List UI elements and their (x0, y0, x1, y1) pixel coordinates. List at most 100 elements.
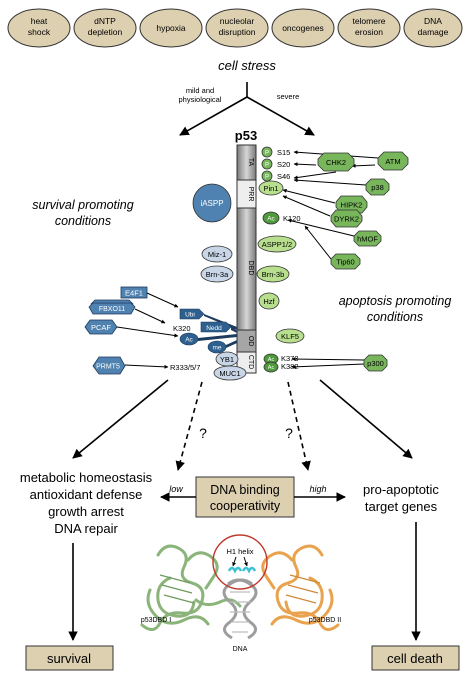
cell-death-box: cell death (371, 645, 460, 671)
partner-iaspp: iASPP (192, 183, 232, 223)
svg-text:FBXO11: FBXO11 (99, 306, 125, 313)
svg-text:Ac: Ac (268, 365, 275, 371)
svg-text:hypoxia: hypoxia (156, 23, 186, 33)
survival-conditions-label: survival promoting (32, 198, 133, 212)
outcome-arrows (72, 379, 413, 471)
svg-text:ASPP1/2: ASPP1/2 (262, 240, 292, 249)
svg-text:antioxidant defense: antioxidant defense (30, 487, 143, 502)
phosphorylation-sites: P P P S15 S20 S46 (261, 146, 290, 182)
severe-label: severe (277, 92, 300, 101)
stress-hypoxia: hypoxia (139, 8, 203, 48)
high-label: high (309, 484, 326, 494)
svg-text:metabolic homeostasis: metabolic homeostasis (20, 470, 153, 485)
domain-dbd: DBD (247, 261, 254, 276)
svg-text:YB1: YB1 (220, 355, 234, 364)
modifier-arrows (116, 292, 179, 369)
pro-apoptotic-label: pro-apoptotic (363, 482, 439, 497)
kinase-p38: p38 (365, 178, 390, 196)
svg-text:HIPK2: HIPK2 (341, 201, 363, 210)
svg-text:erosion: erosion (355, 27, 383, 37)
kinase-atm: ATM (377, 151, 409, 171)
stress-factors: heat shock dNTP depletion hypoxia nucleo… (7, 8, 463, 48)
site-s46: S46 (277, 172, 290, 181)
stress-heat-shock: heat shock (7, 8, 71, 48)
svg-text:Ac: Ac (267, 216, 275, 223)
stress-dna-damage: DNA damage (403, 8, 463, 48)
kinase-chk2: CHK2 (317, 152, 355, 172)
svg-text:Pin1: Pin1 (263, 184, 278, 193)
svg-text:Hzf: Hzf (263, 297, 275, 306)
p53dbd-structure-image: H1 helix p53DBD I p53DBD II DNA (140, 534, 341, 653)
partner-hzf: Hzf (258, 292, 280, 310)
kinase-tip60: Tip60 (330, 253, 361, 270)
svg-text:DNA binding: DNA binding (210, 483, 280, 497)
svg-text:shock: shock (28, 27, 51, 37)
survival-conditions-label-2: conditions (55, 214, 111, 228)
dna-binding-cooperativity-box: DNA binding cooperativity (195, 476, 295, 518)
svg-text:ATM: ATM (385, 157, 400, 166)
site-s20: S20 (277, 160, 290, 169)
modifier-pcaf: PCAF (84, 319, 118, 335)
kinase-hipk2: HIPK2 (335, 195, 368, 214)
svg-text:Tip60: Tip60 (336, 258, 354, 267)
svg-text:p300: p300 (367, 359, 384, 368)
kinase-p300: p300 (363, 354, 388, 372)
svg-text:oncogenes: oncogenes (282, 23, 324, 33)
mod-ac-left: Ac (185, 337, 193, 344)
svg-text:P: P (265, 163, 269, 169)
domain-ta: TA (247, 158, 254, 167)
modifiers: E4F1 FBXO11 PCAF PRMT5 (84, 286, 148, 375)
ctd-acetylation: Ac Ac K373 K382 (263, 353, 299, 373)
cell-stress-label: cell stress (218, 58, 276, 73)
mod-nedd: Nedd (206, 325, 222, 332)
kinase-dyrk2: DYRK2 (330, 209, 363, 228)
svg-text:cell death: cell death (387, 651, 443, 666)
svg-text:KLF5: KLF5 (281, 332, 299, 341)
svg-text:DNA: DNA (424, 16, 442, 26)
stress-oncogenes: oncogenes (271, 8, 335, 48)
svg-text:growth arrest: growth arrest (48, 504, 124, 519)
svg-text:heat: heat (31, 16, 48, 26)
mild-physiological-label: mild and (186, 86, 214, 95)
svg-text:PRMT5: PRMT5 (96, 364, 120, 371)
survival-box: survival (25, 645, 114, 671)
partner-yb1: YB1 (215, 351, 239, 367)
modifier-fbxo11: FBXO11 (88, 299, 136, 315)
svg-text:survival: survival (47, 651, 91, 666)
modifier-prmt5: PRMT5 (92, 356, 126, 375)
target-genes-label: target genes (365, 499, 438, 514)
p53-title: p53 (235, 128, 257, 143)
mod-ubi: Ubi (185, 312, 195, 319)
partner-brn3b: Brn-3b (256, 265, 290, 283)
mild-physiological-label-2: physiological (179, 95, 222, 104)
h1-helix-label: H1 helix (226, 547, 253, 556)
svg-text:telomere: telomere (352, 16, 385, 26)
svg-text:Ac: Ac (268, 357, 275, 363)
partner-brn3a: Brn-3a (200, 265, 234, 283)
question-mark-left: ? (199, 425, 207, 441)
svg-text:hMOF: hMOF (357, 235, 378, 244)
p53dbd-1-label: p53DBD I (141, 617, 171, 624)
modifier-e4f1: E4F1 (120, 286, 148, 299)
partner-pin1: Pin1 (258, 180, 284, 196)
svg-text:P: P (265, 175, 269, 181)
svg-text:DYRK2: DYRK2 (334, 215, 359, 224)
svg-text:disruption: disruption (219, 27, 256, 37)
svg-text:PCAF: PCAF (91, 323, 111, 332)
ac-k120: Ac K120 (262, 211, 301, 225)
svg-text:Miz-1: Miz-1 (208, 250, 226, 259)
question-mark-right: ? (285, 425, 293, 441)
mod-me: me (212, 345, 221, 352)
kinases: CHK2 ATM p38 HIPK2 DYRK2 hMOF Tip60 p30 (317, 151, 409, 372)
svg-text:CHK2: CHK2 (326, 158, 346, 167)
svg-text:nucleolar: nucleolar (220, 16, 255, 26)
svg-text:Brn-3b: Brn-3b (262, 270, 285, 279)
domain-ctd: CTD (247, 355, 254, 369)
site-s15: S15 (277, 148, 290, 157)
partners: iASPP Pin1 Ac K120 ASPP1/2 Miz-1 Brn-3a … (192, 180, 305, 381)
domain-od: OD (247, 336, 254, 347)
kinase-hmof: hMOF (353, 230, 382, 247)
partner-miz1: Miz-1 (201, 245, 233, 263)
low-label: low (169, 484, 183, 494)
site-k373: K373 (281, 354, 299, 363)
